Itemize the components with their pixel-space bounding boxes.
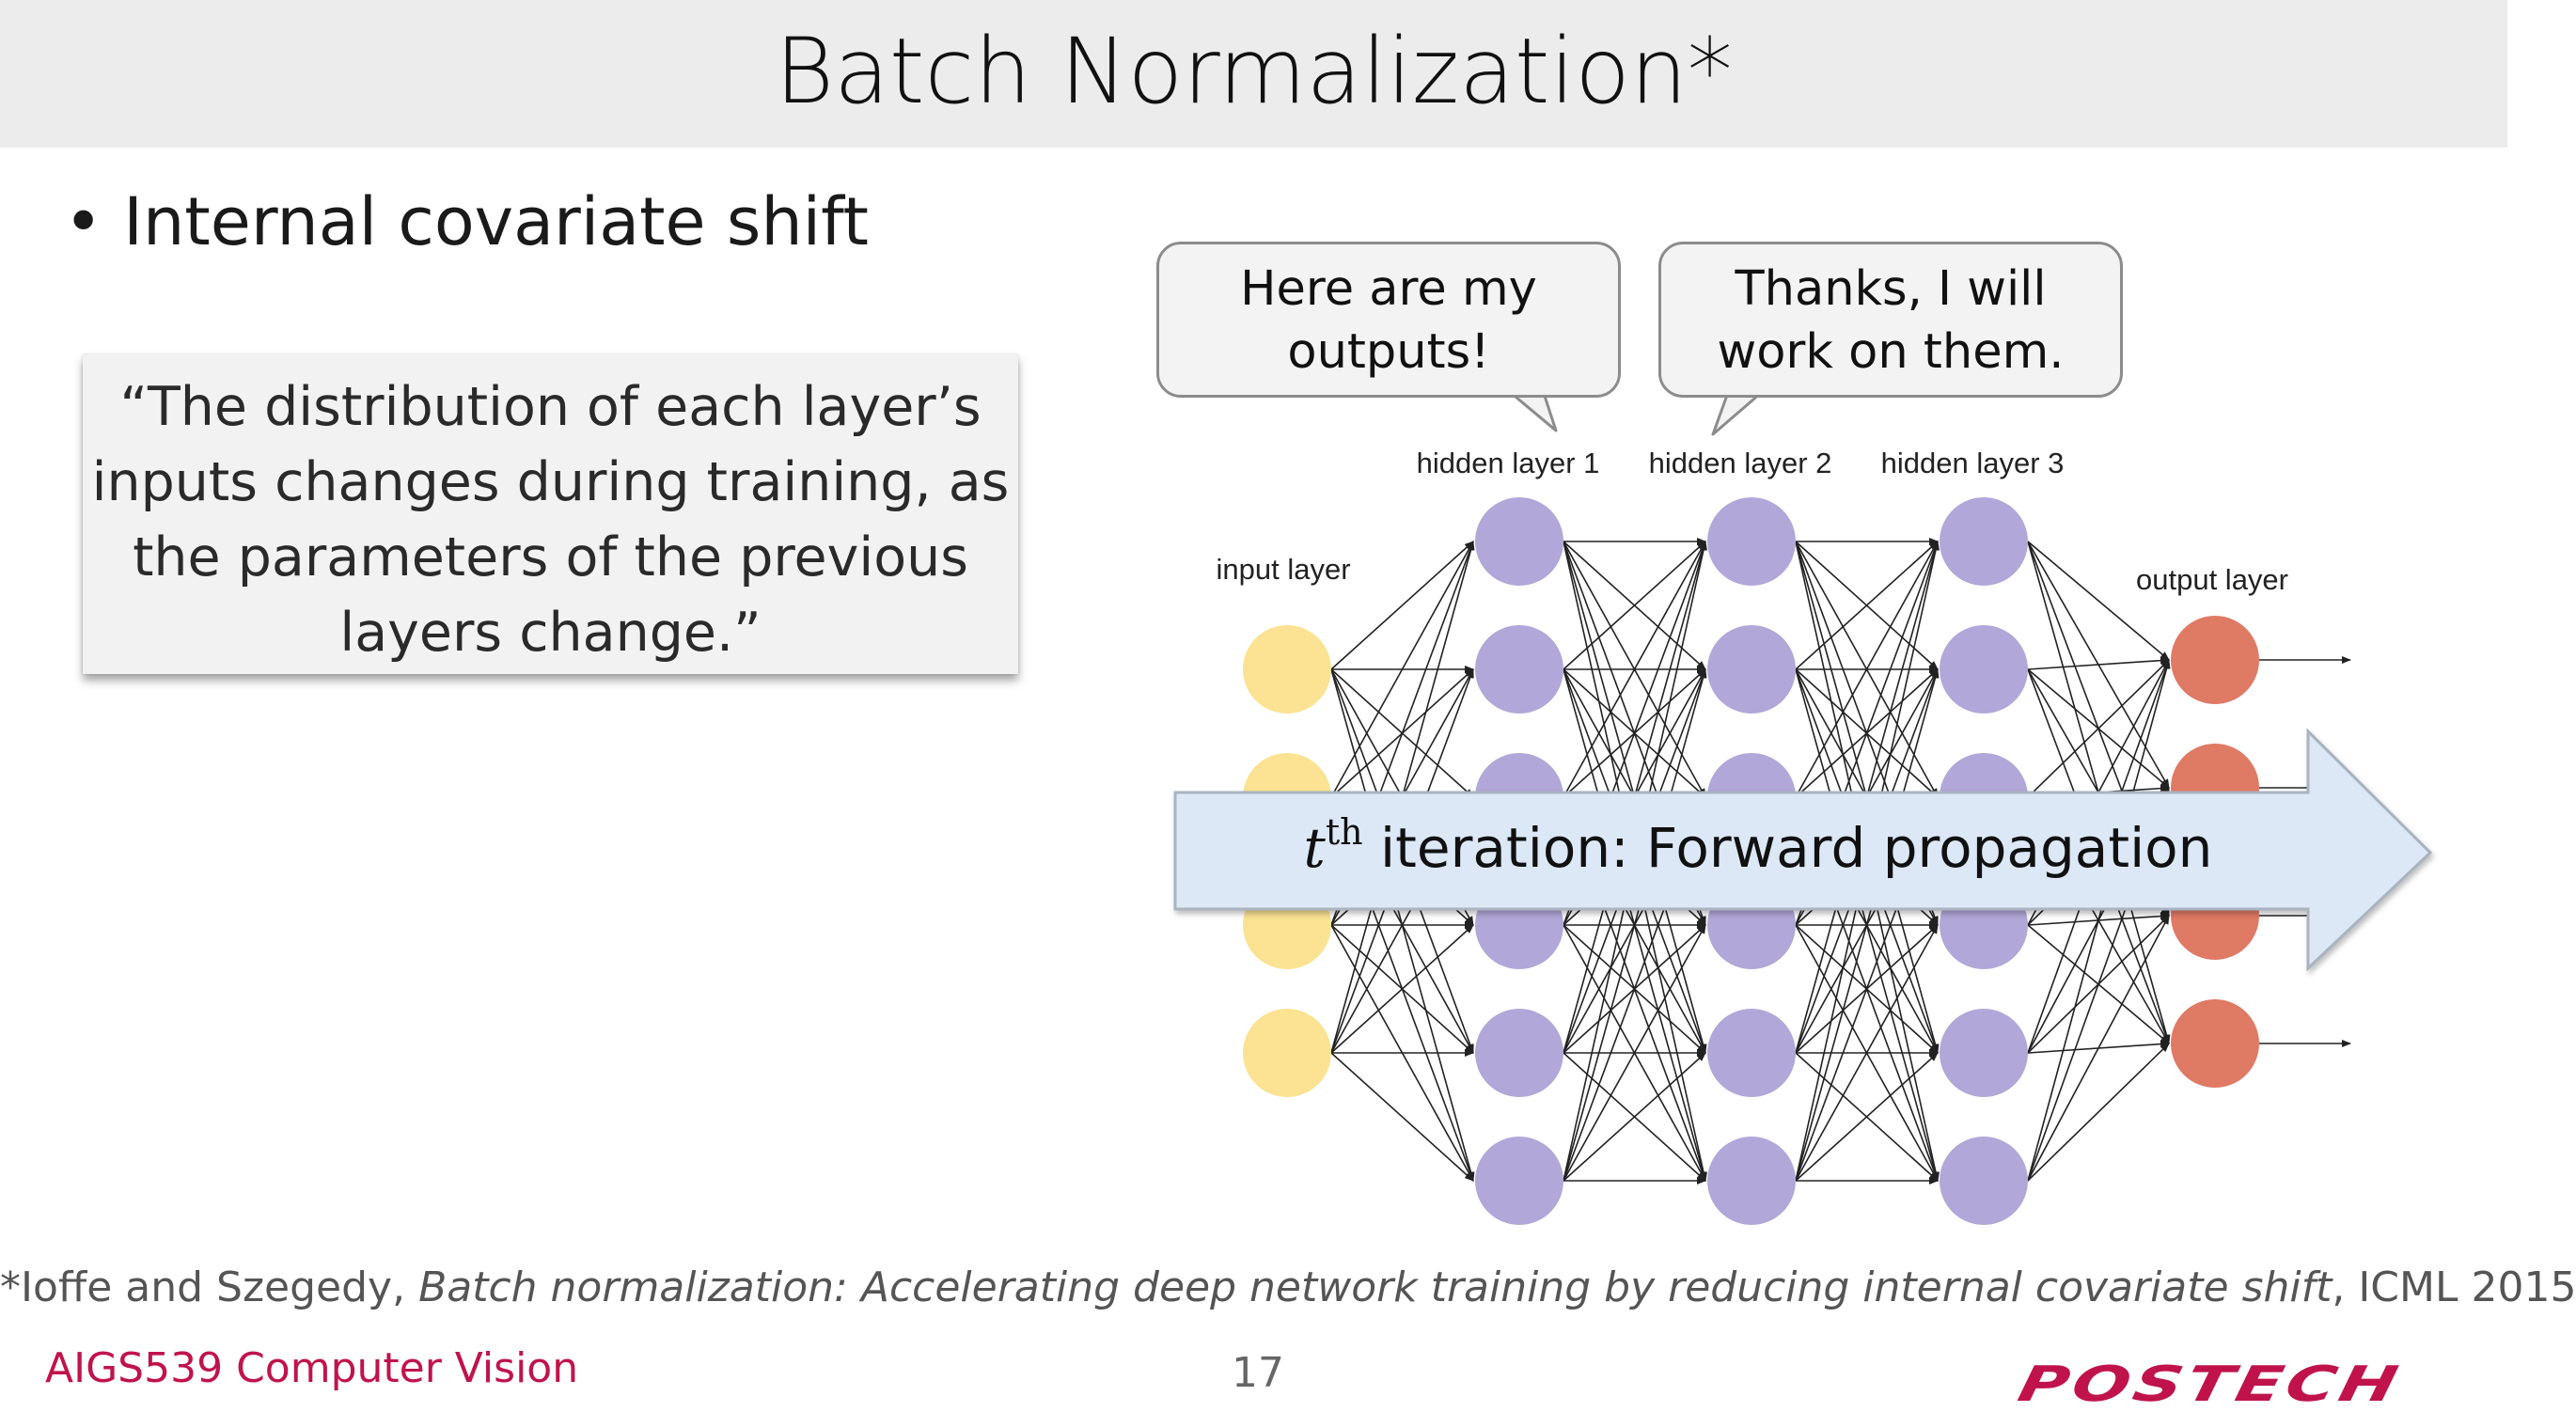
network-edge [1330,1052,1474,1182]
network-edge [2027,541,2170,661]
bubble-right-line: work on them. [1717,324,2065,380]
hidden-node [1475,625,1563,714]
network-edge [1330,541,1474,670]
hidden-node [1707,497,1796,586]
bubble-left-line: Here are my [1240,261,1537,317]
quote-text: “The distribution of each layer’s inputs… [83,369,1018,670]
network-edge [1563,541,1706,670]
network-edge [1563,1052,1706,1182]
hidden-node [1475,497,1563,586]
hidden-node [1940,1009,2028,1097]
quote-line: “The distribution of each layer’s [119,376,982,438]
output-node [2171,616,2259,704]
hidden-layer-3-label: hidden layer 3 [1881,447,2065,479]
hidden-node [1475,1009,1563,1097]
network-edge [1795,668,1940,1182]
hidden-node [1940,1137,2028,1225]
bubble-right-line: Thanks, I will [1735,261,2047,317]
forward-propagation-arrow [1173,728,2433,972]
bubble-left-line: outputs! [1287,324,1490,380]
quote-line: inputs changes during training, as [91,451,1010,513]
network-edge [1795,541,1939,670]
bubble-tails [1502,385,1769,436]
network-edge [1563,668,1707,1182]
neural-network-diagram: input layer hidden layer 1 hidden layer … [1173,385,2433,1225]
hidden-node [1475,1137,1563,1225]
title-bar [0,0,2507,148]
bullet-text: Internal covariate shift [123,183,869,260]
input-layer-label: input layer [1216,553,1350,586]
input-node [1243,625,1331,714]
page-number: 17 [1232,1349,1284,1397]
footnote-venue: , ICML 2015 [2332,1263,2576,1311]
hidden-node [1707,1009,1796,1097]
hidden-node [1940,497,2028,586]
quote-box: “The distribution of each layer’s inputs… [83,354,1018,674]
forward-propagation-label: tth iteration: Forward propagation [1304,811,2213,880]
bullet-item: • Internal covariate shift [64,183,869,260]
network-edge [2027,659,2171,1182]
iteration-variable: t [1304,816,1327,880]
quote-line: layers change.” [339,602,762,664]
speech-bubble-left: Here are my outputs! [1156,242,1621,398]
hidden-node [1707,1137,1796,1225]
network-edge [1563,541,1706,798]
bullet-dot-icon: • [64,183,103,260]
footnote-paper-title: Batch normalization: Accelerating deep n… [418,1263,2333,1311]
network-edge [2027,659,2170,798]
speech-bubble-right: Thanks, I will work on them. [1658,242,2123,398]
quote-line: the parameters of the previous [133,526,968,588]
hidden-layer-1-label: hidden layer 1 [1417,447,1600,479]
network-edge [1795,1052,1939,1182]
network-edge [2027,656,2170,670]
postech-logo: POSTECH [2013,1355,2407,1412]
network-edge [2027,1043,2170,1182]
hidden-layer-2-label: hidden layer 2 [1649,447,1832,479]
course-name: AIGS539 Computer Vision [45,1344,579,1392]
output-node [2171,999,2259,1088]
iteration-superscript: th [1326,811,1363,853]
hidden-node [1940,625,2028,714]
hidden-node [1707,625,1796,714]
output-layer-label: output layer [2136,563,2288,596]
iteration-text: iteration: Forward propagation [1363,816,2213,880]
network-edge [1330,541,1474,798]
network-edge [1795,924,1939,1182]
input-node [1243,1009,1331,1097]
network-edge [1795,541,1939,798]
slide-title: Batch Normalization* [775,19,1733,124]
footnote-authors: *Ioffe and Szegedy, [0,1263,419,1311]
citation-footnote: *Ioffe and Szegedy, Batch normalization:… [0,1263,2576,1311]
network-edge [1330,924,1474,1054]
network-edge [1563,924,1706,1182]
network-edge [2027,915,2170,1182]
